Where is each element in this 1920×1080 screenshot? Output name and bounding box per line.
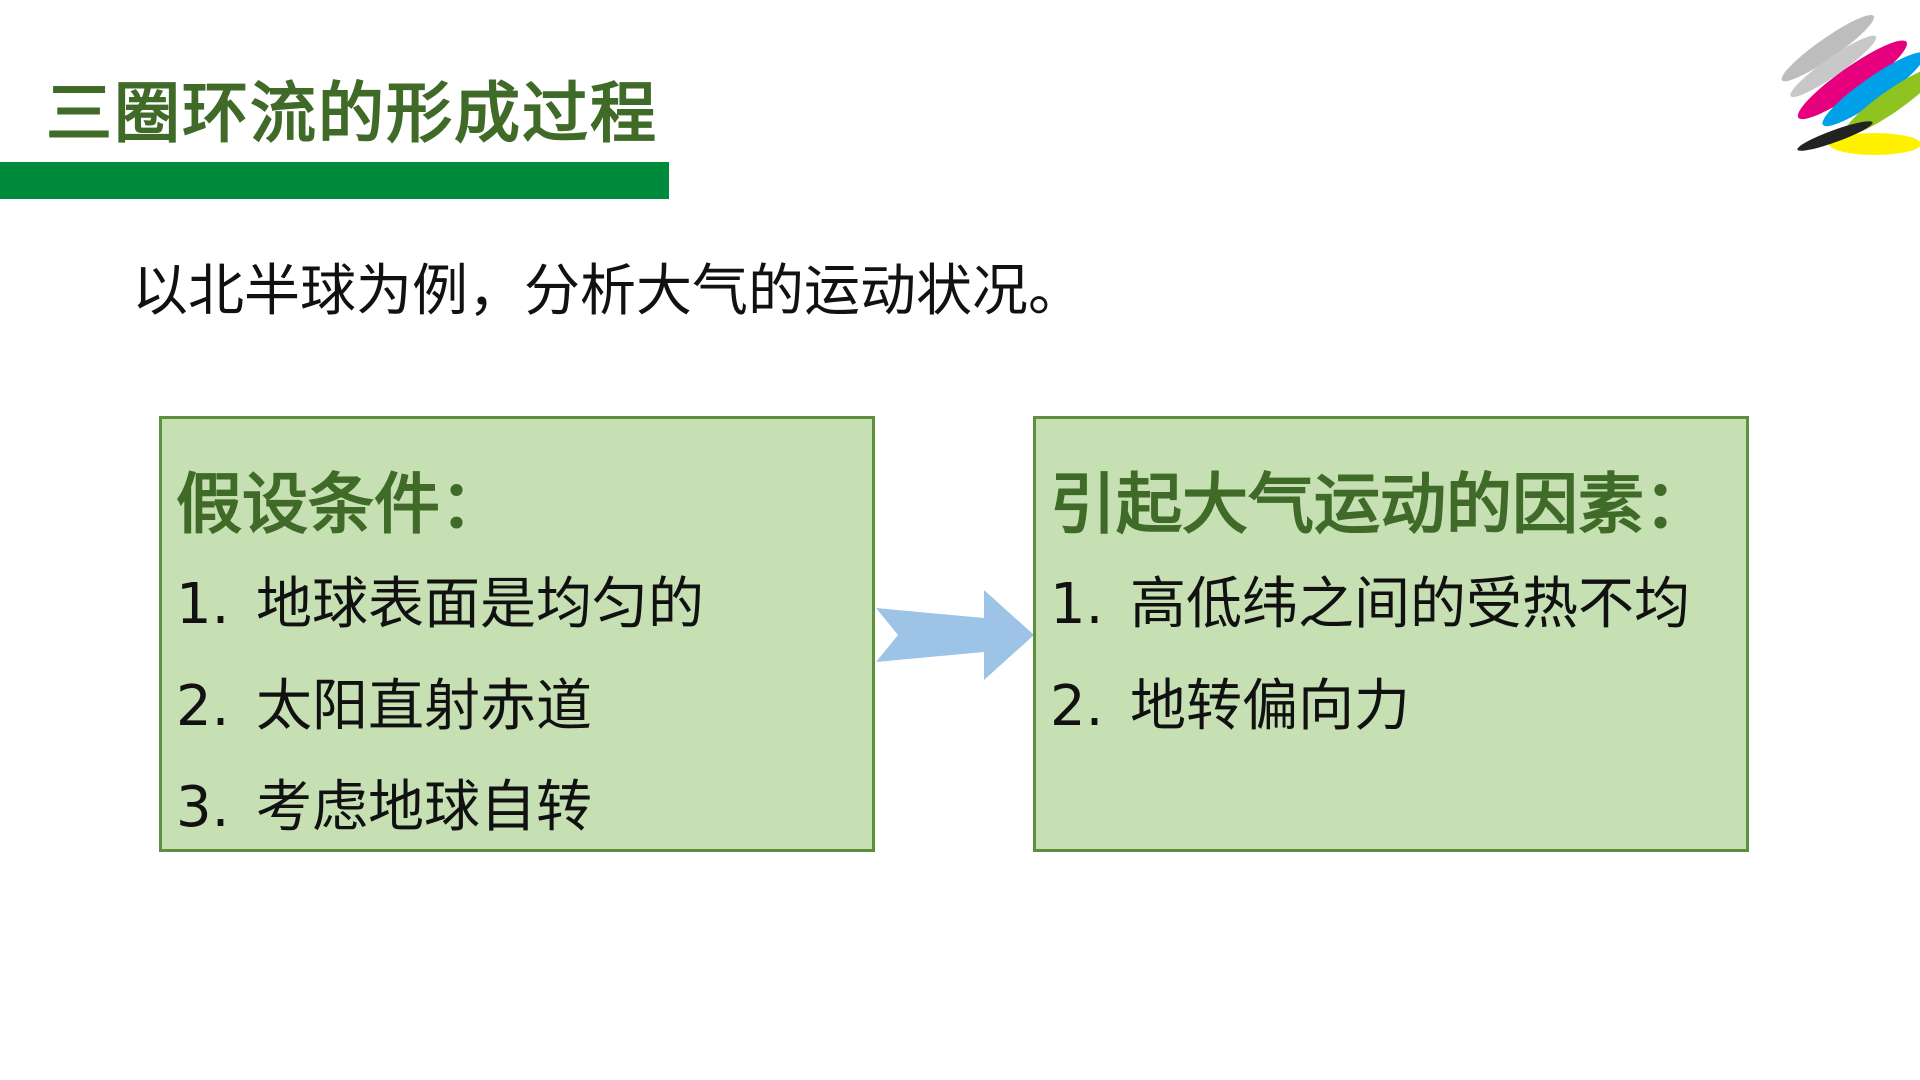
slide-title: 三圈环流的形成过程	[46, 75, 658, 152]
logo-stripe-black	[1797, 121, 1873, 151]
title-underline-bar	[0, 162, 669, 199]
logo-stripe-green	[1843, 66, 1920, 136]
logo-stripe-magenta	[1797, 40, 1907, 120]
item-text: 考虑地球自转	[256, 775, 592, 840]
logo-stripe-yellow	[1829, 133, 1920, 155]
assumption-item: 2. 太阳直射赤道	[176, 676, 592, 738]
item-number: 1.	[176, 572, 230, 637]
right-arrow-icon	[876, 590, 1034, 680]
factor-item: 2. 地转偏向力	[1050, 676, 1410, 738]
color-stripes-logo	[1781, 15, 1920, 155]
logo-stripe-gray	[1781, 15, 1875, 82]
item-number: 2.	[176, 674, 230, 739]
item-text: 太阳直射赤道	[256, 674, 592, 739]
factors-heading: 引起大气运动的因素：	[1050, 466, 1710, 543]
assumptions-heading: 假设条件：	[176, 466, 506, 543]
item-number: 2.	[1050, 674, 1104, 739]
item-text: 地转偏向力	[1130, 674, 1410, 739]
logo-stripe-cyan	[1822, 52, 1920, 127]
factor-item: 1. 高低纬之间的受热不均	[1050, 574, 1690, 636]
assumption-item: 1. 地球表面是均匀的	[176, 574, 704, 636]
assumption-item: 3. 考虑地球自转	[176, 777, 592, 839]
assumptions-box: 假设条件： 1. 地球表面是均匀的 2. 太阳直射赤道 3. 考虑地球自转	[159, 416, 875, 852]
item-text: 高低纬之间的受热不均	[1130, 572, 1690, 637]
item-text: 地球表面是均匀的	[256, 572, 704, 637]
item-number: 1.	[1050, 572, 1104, 637]
logo-stripe-gray-2	[1790, 35, 1877, 98]
slide-subtitle: 以北半球为例，分析大气的运动状况。	[132, 259, 1084, 324]
factors-box: 引起大气运动的因素： 1. 高低纬之间的受热不均 2. 地转偏向力	[1033, 416, 1749, 852]
item-number: 3.	[176, 775, 230, 840]
